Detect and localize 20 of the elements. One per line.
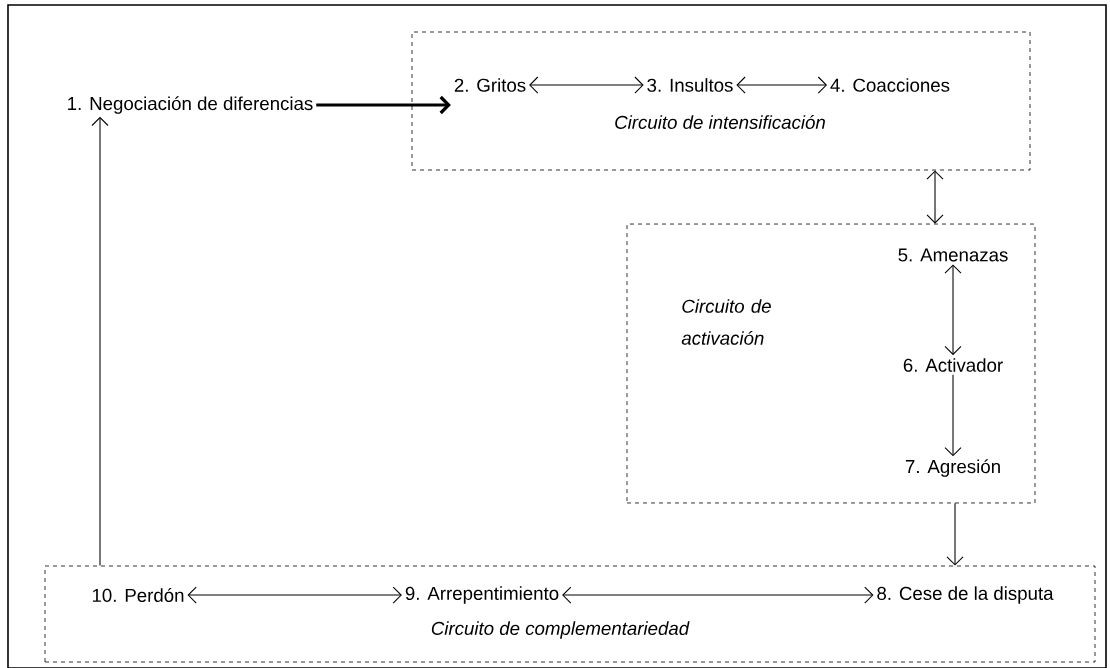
step-label: 5. Amenazas [898,248,1008,262]
arrow [736,76,828,94]
step-label: 3. Insultos [647,78,733,92]
arrow [529,76,644,94]
step-label: 1. Negociación de diferencias [68,96,313,114]
arrow [946,502,964,566]
arrow [316,95,451,115]
step-label: 4. Coacciones [830,78,950,92]
arrow [926,170,944,224]
arrow [91,116,109,567]
step-label: 8. Cese de la disputa [877,586,1054,604]
step-label: 6. Activador [903,358,1003,372]
arrow [944,374,962,457]
step-label: 2. Gritos [454,78,526,92]
arrow [562,586,874,604]
step-label: 9. Arrepentimiento [405,586,559,604]
arrow [944,264,962,356]
arrow [187,586,402,604]
step-label: 7. Agresión [905,459,1000,477]
step-label: 10. Perdón [92,588,184,602]
